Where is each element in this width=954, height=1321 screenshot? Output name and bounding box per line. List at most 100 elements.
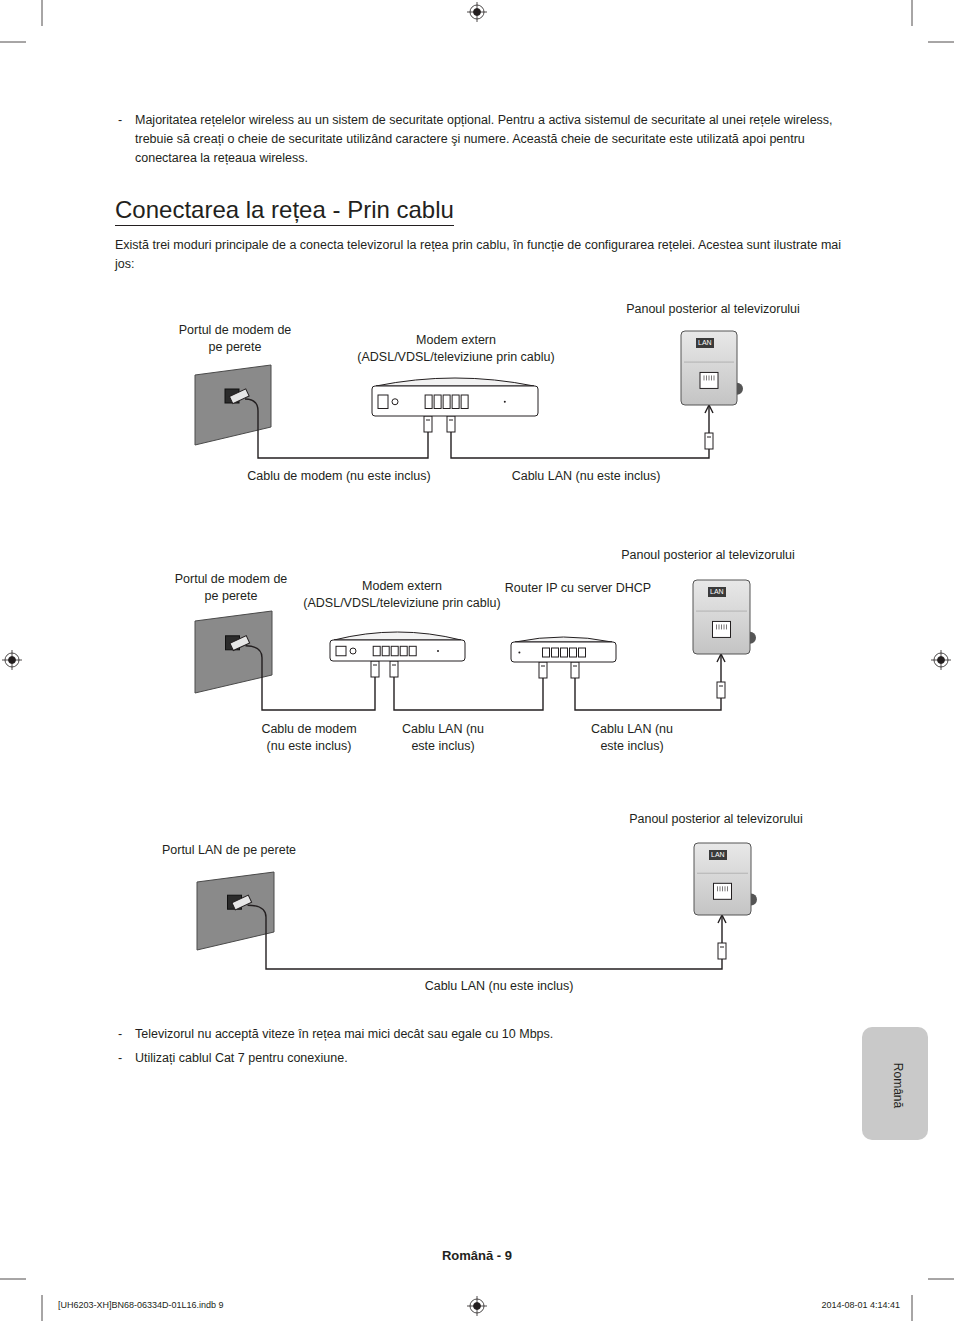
lan-port (434, 395, 441, 409)
bullet-dash: - (118, 1049, 130, 1068)
jack-pin (722, 886, 723, 891)
cable-plug (447, 416, 455, 432)
cable-plug (539, 662, 547, 678)
device-heading: Panoul posterior al televizorului (598, 547, 818, 564)
jack-pin (725, 886, 726, 891)
panel-edge (751, 893, 757, 905)
network-cable (262, 661, 375, 710)
device-top (334, 632, 461, 640)
tv-back-panel: Panoul posterior al televizoruluiLAN (694, 843, 751, 915)
jack-pin (714, 375, 715, 380)
device-front (330, 640, 465, 661)
plug-detail (426, 420, 430, 421)
body-text: Utilizați cablul Cat 7 pentru conexiune. (135, 1049, 835, 1068)
cable-label: Cablu LAN (nu este inclus) (397, 721, 489, 755)
bullet-dash: - (118, 1025, 130, 1044)
led (437, 650, 439, 652)
body-text: Română - 9 (377, 1246, 577, 1265)
cable-plug (230, 636, 250, 651)
device-front (372, 386, 538, 416)
jack-pin (727, 886, 728, 891)
cable-plug (371, 661, 379, 677)
lan-port (373, 646, 380, 655)
jack-pin (724, 624, 725, 629)
tv-back-panel: Panoul posterior al televizoruluiLAN (693, 580, 750, 654)
device-top (515, 637, 612, 642)
panel-seam (696, 611, 747, 612)
jack-pin (711, 375, 712, 380)
device-top (376, 378, 534, 386)
device-drawing (330, 632, 465, 661)
jack-pin (704, 375, 705, 380)
lan-port (561, 648, 568, 657)
cable (246, 646, 263, 693)
tv-panel (693, 580, 750, 654)
lan-jack (700, 372, 718, 388)
device-drawing (372, 378, 538, 416)
cable-label: Cablu LAN (nu este inclus) (486, 468, 686, 485)
device-heading: Panoul posterior al televizorului (603, 301, 823, 318)
lan-port (579, 648, 586, 657)
plug-detail (573, 666, 577, 667)
body-text: [UH6203-XH]BN68-06334D-01L16.indb 9 (58, 1300, 358, 1311)
cable-plug (571, 662, 579, 678)
panel-edge (737, 383, 743, 395)
cable (245, 399, 258, 445)
body-text: Televizorul nu acceptă viteze în rețea m… (135, 1025, 835, 1044)
port-tag: LAN (709, 850, 727, 860)
network-cable (266, 915, 722, 969)
jack-pin (706, 375, 707, 380)
wall-plate (197, 872, 274, 950)
lan-port (443, 395, 450, 409)
lan-port (452, 395, 459, 409)
lan-port (382, 646, 389, 655)
plug-detail (720, 947, 724, 948)
lan-jack (714, 883, 732, 899)
power-switch (350, 648, 356, 654)
cable-plug (424, 416, 432, 432)
cable-label: Cablu LAN (nu este inclus) (586, 721, 678, 755)
wall-plate (195, 611, 272, 693)
wall-plate (195, 365, 271, 445)
lan-port (391, 646, 398, 655)
jack-pin (717, 886, 718, 891)
led (504, 401, 506, 403)
port-tag: LAN (696, 338, 714, 348)
lan-jack (713, 621, 731, 637)
network-cable (258, 416, 428, 458)
jack-pin (720, 886, 721, 891)
plug-detail (541, 666, 545, 667)
lan-port (570, 648, 577, 657)
cable-plug (718, 943, 726, 959)
device-drawing (197, 872, 274, 950)
cable-plug (232, 895, 252, 910)
device-front (511, 642, 616, 662)
cable-plug (390, 661, 398, 677)
plug-detail (392, 665, 396, 666)
tv-panel (694, 843, 751, 915)
plug-detail (719, 686, 723, 687)
jack-pin (716, 624, 717, 629)
cable-label: Cablu de modem (nu este inclus) (253, 721, 365, 755)
cable-plug (705, 433, 713, 449)
jack-pin (709, 375, 710, 380)
body-text: Majoritatea rețelelor wireless au un sis… (135, 111, 843, 168)
jack-pin (721, 624, 722, 629)
lan-port (425, 395, 432, 409)
plug-detail (707, 437, 711, 438)
lan-port (552, 648, 559, 657)
language-tab (862, 1027, 928, 1140)
network-cable (394, 661, 543, 710)
cable-plug (229, 389, 249, 404)
wall-port: Portul LAN de pe perete (197, 872, 274, 950)
lan-port (461, 395, 468, 409)
port-tag: LAN (708, 587, 726, 597)
wall-port: Portul de modem de pe perete (195, 611, 272, 693)
section-title: Conectarea la rețea - Prin cablu (115, 195, 454, 226)
router-device: Router IP cu server DHCP (511, 637, 616, 662)
jack-pin (719, 624, 720, 629)
plug-detail (449, 420, 453, 421)
power-port (378, 395, 388, 409)
panel-seam (684, 362, 734, 363)
device-drawing (195, 365, 271, 445)
